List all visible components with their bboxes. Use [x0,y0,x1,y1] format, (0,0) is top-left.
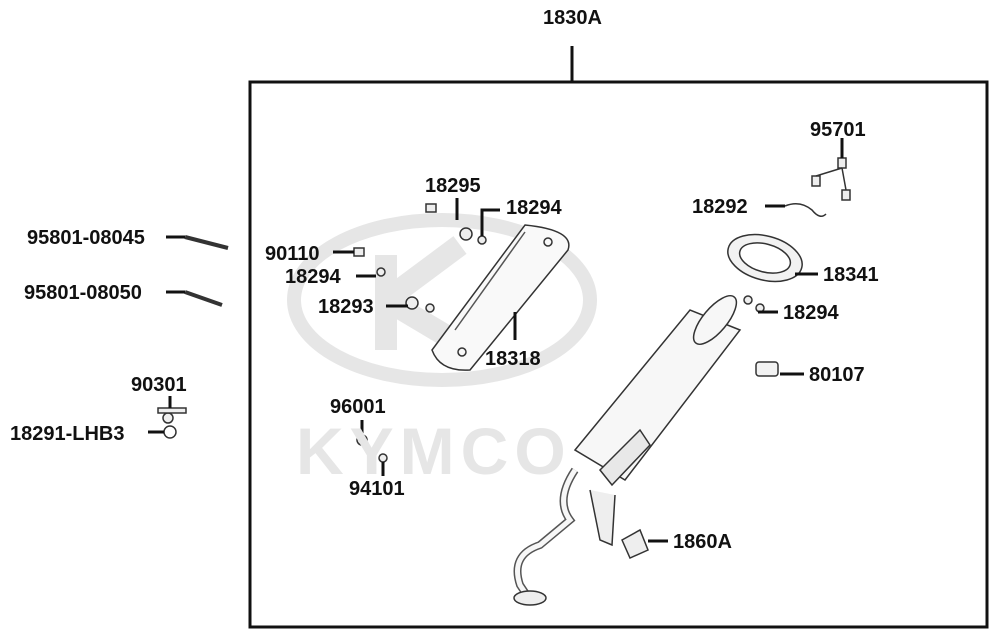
part-label-80107: 80107 [809,364,865,386]
part-label-95701: 95701 [810,119,866,141]
watermark-text: KYMCO [296,414,572,488]
part-label-18341: 18341 [823,264,879,286]
gasket-icon [784,203,827,217]
part-label-90301: 90301 [131,374,187,396]
part-label-18294-right: 18294 [783,302,839,324]
sensor-harness-icon [811,157,851,201]
part-label-18318: 18318 [485,348,541,370]
part-label-18292: 18292 [692,196,748,218]
part-label-90110: 90110 [265,243,320,265]
clamp-icon [755,361,779,377]
muffler-icon [513,295,742,606]
part-label-18293: 18293 [318,296,374,318]
part-label-1860A: 1860A [673,531,732,553]
assembly-frame [248,80,989,629]
part-label-95801-08045: 95801-08045 [27,227,145,249]
leader-lines [148,138,844,543]
heat-shield-icon [431,224,570,371]
bracket-icon [621,528,649,559]
bolt-icons [184,235,229,307]
part-label-1830A: 1830A [543,7,602,29]
part-label-18295: 18295 [425,175,481,197]
part-label-18291-LHB3: 18291-LHB3 [10,423,125,445]
part-label-95801-08050: 95801-08050 [24,282,142,304]
part-label-18294-left: 18294 [285,266,341,288]
part-label-18294-top: 18294 [506,197,562,219]
part-label-96001: 96001 [330,396,386,418]
part-label-94101: 94101 [349,478,405,500]
end-cap-icon [727,233,803,283]
